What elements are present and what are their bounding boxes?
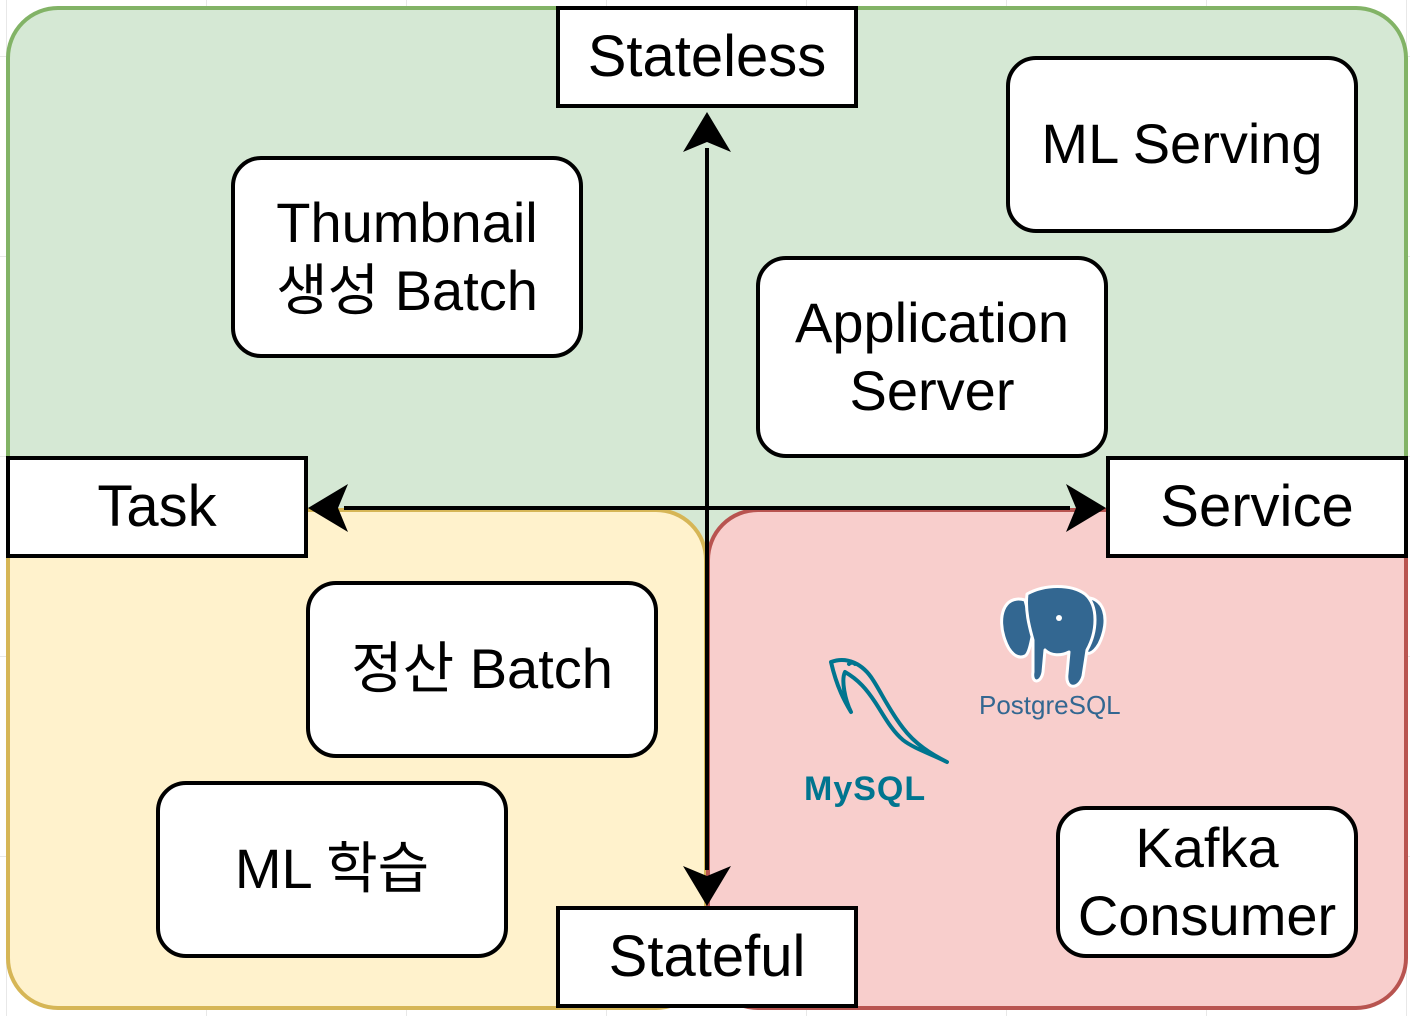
- kafka-consumer-node: Kafka Consumer: [1056, 806, 1358, 958]
- elephant-icon: [1000, 585, 1107, 688]
- horizontal-axis-arrow: [308, 484, 1106, 532]
- stateless-label: Stateless: [556, 6, 858, 108]
- thumbnail-batch-node: Thumbnail 생성 Batch: [231, 156, 583, 358]
- postgresql-wordmark: PostgreSQL: [979, 690, 1121, 721]
- application-server-node: Application Server: [756, 256, 1108, 458]
- postgresql-wordmark-text: PostgreSQL: [979, 690, 1121, 720]
- mysql-wordmark-text: MySQL: [804, 770, 927, 808]
- ml-training-node: ML 학습: [156, 781, 508, 958]
- dolphin-icon: [829, 658, 949, 764]
- mysql-wordmark: MySQL: [804, 770, 926, 809]
- service-label: Service: [1106, 456, 1408, 558]
- stateful-label: Stateful: [556, 906, 858, 1008]
- task-label: Task: [6, 456, 308, 558]
- ml-serving-node: ML Serving: [1006, 56, 1358, 233]
- postgresql-logo: [1000, 585, 1107, 688]
- settlement-batch-node: 정산 Batch: [306, 581, 658, 758]
- mysql-logo: [829, 658, 949, 764]
